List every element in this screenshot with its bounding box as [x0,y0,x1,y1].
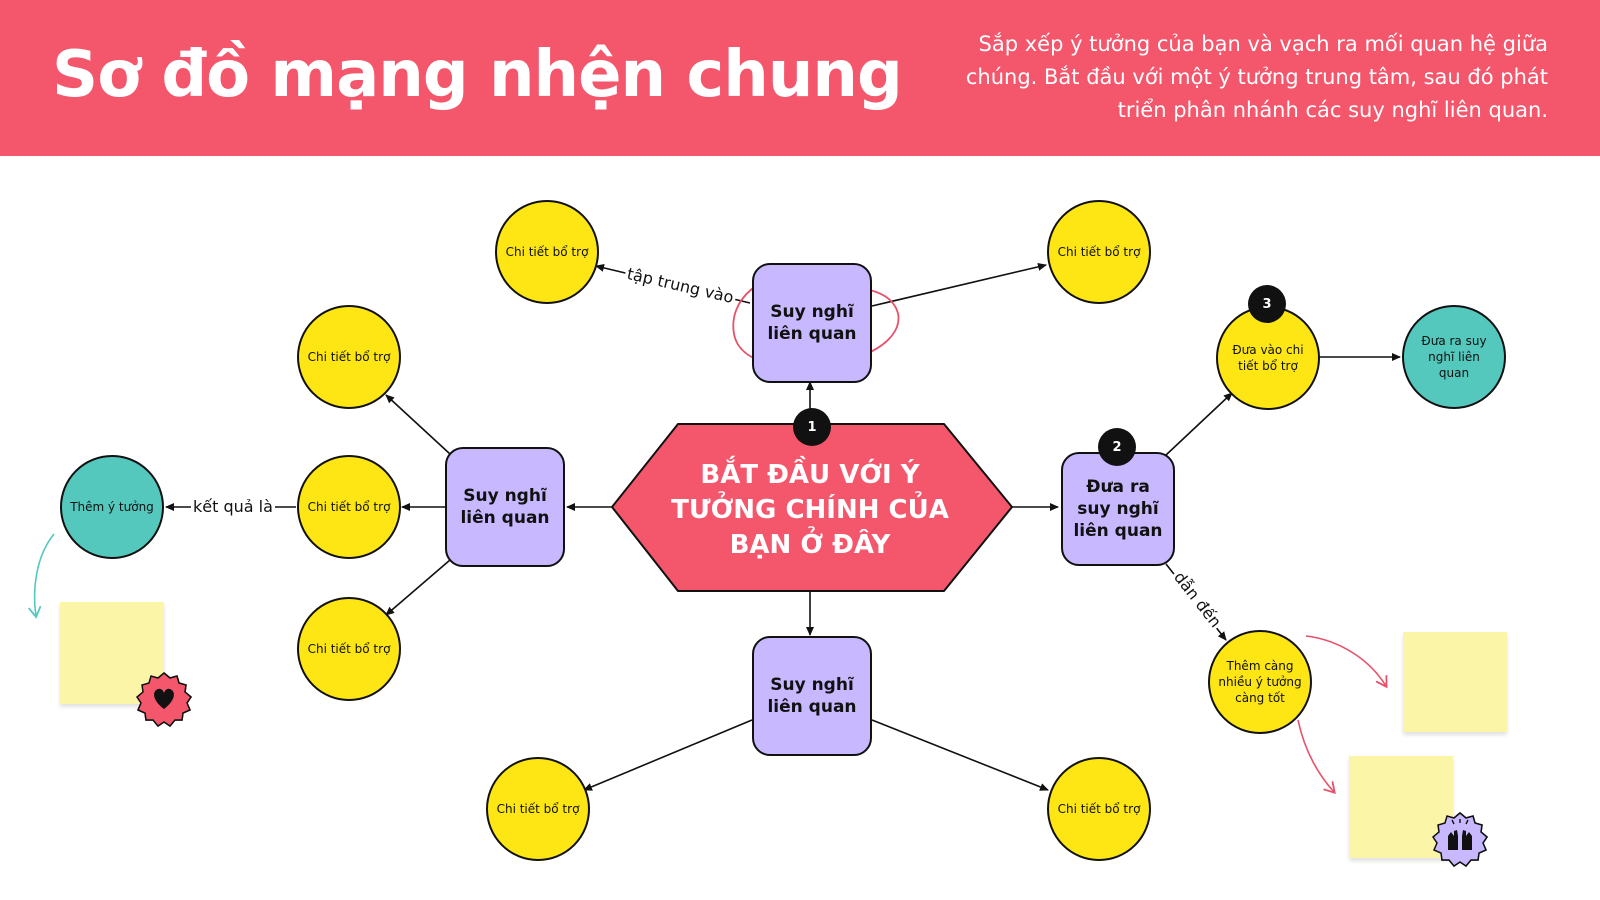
detail-left-mid[interactable]: Chi tiết bổ trợ [297,455,401,559]
pink-curved-arrow-lower [1297,719,1336,795]
detail-left-bottom[interactable]: Chi tiết bổ trợ [297,597,401,701]
detail-top-right[interactable]: Chi tiết bổ trợ [1047,200,1151,304]
edge-right-to-detail-upper [1165,392,1233,456]
step-badge-2: 2 [1098,428,1136,466]
edge-left-to-detail-top [385,394,451,455]
pink-curved-arrow-upper [1305,635,1388,689]
detail-bottom-right[interactable]: Chi tiết bổ trợ [1047,757,1151,861]
detail-right-lower[interactable]: Thêm càng nhiều ý tưởng càng tốt [1208,630,1312,734]
related-thought-right[interactable]: Đưa ra suy nghĩ liên quan [1061,452,1175,566]
teal-curved-arrow [28,533,55,619]
related-thought-bottom[interactable]: Suy nghĩ liên quan [752,636,872,756]
detail-bottom-left[interactable]: Chi tiết bổ trợ [486,757,590,861]
detail-top-left[interactable]: Chi tiết bổ trợ [495,200,599,304]
edge-left-to-detail-bottom [385,559,451,616]
edge-bottom-to-detail-right [871,719,1049,791]
step-badge-1: 1 [793,408,831,446]
center-hexagon [611,423,1013,592]
step-badge-3: 3 [1248,285,1286,323]
page-title: Sơ đồ mạng nhện chung [52,38,903,112]
teal-related-thought[interactable]: Đưa ra suy nghĩ liên quan [1402,305,1506,409]
detail-right-upper[interactable]: Đưa vào chi tiết bổ trợ [1216,306,1320,410]
header-banner: Sơ đồ mạng nhện chung Sắp xếp ý tưởng củ… [0,0,1600,156]
related-thought-top[interactable]: Suy nghĩ liên quan [752,263,872,383]
detail-left-top[interactable]: Chi tiết bổ trợ [297,305,401,409]
sticky-note-left[interactable] [60,602,164,704]
edge-label-result: kết quả là [191,497,275,516]
sticky-note-right-upper[interactable] [1403,632,1507,732]
center-idea-label[interactable]: BẮT ĐẦU VỚI Ý TƯỞNG CHÍNH CỦA BẠN Ở ĐÂY [671,459,949,560]
teal-add-idea[interactable]: Thêm ý tưởng [60,455,164,559]
related-thought-left[interactable]: Suy nghĩ liên quan [445,447,565,567]
edge-bottom-to-detail-left [583,719,753,791]
page-subtitle: Sắp xếp ý tưởng của bạn và vạch ra mối q… [965,32,1548,122]
edge-top-to-detail-right [871,262,1047,307]
sticky-note-right-lower[interactable] [1349,756,1453,858]
